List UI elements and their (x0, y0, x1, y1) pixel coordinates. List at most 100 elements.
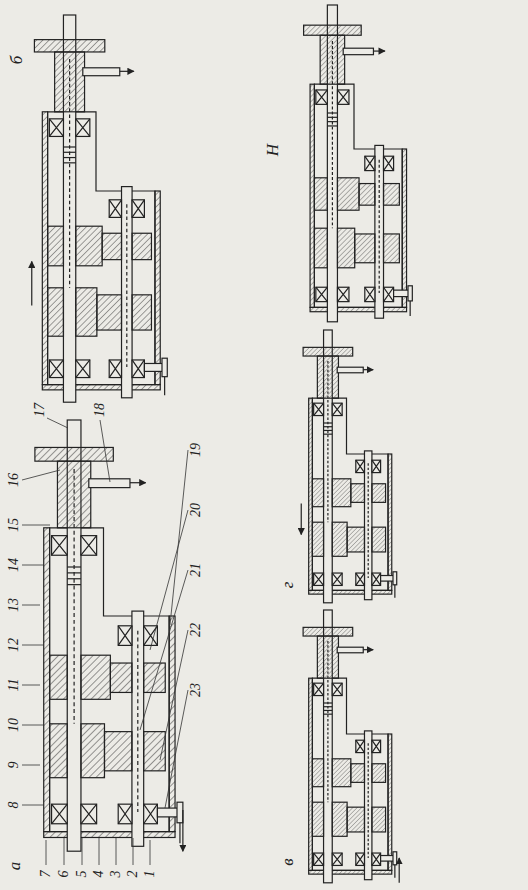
bearing (365, 156, 375, 170)
bearing-cross (316, 287, 328, 301)
leader-line (22, 645, 44, 646)
leader-line (140, 570, 188, 730)
bearing (76, 360, 90, 378)
callout-number: 6 (57, 871, 71, 878)
outlet-pipe (83, 68, 120, 76)
bearing (314, 853, 324, 865)
gear (347, 527, 364, 552)
gearbox-view (301, 330, 396, 603)
flange (304, 25, 362, 35)
bearing (356, 573, 365, 585)
seal-line (63, 162, 75, 163)
seal-line (324, 422, 333, 423)
seal-line (324, 430, 333, 431)
bearing (332, 573, 342, 585)
gear (332, 479, 351, 507)
gear (372, 484, 386, 503)
housing-wall (388, 734, 392, 870)
gear (97, 295, 122, 330)
gear (347, 807, 364, 832)
flow-arrow (363, 369, 373, 370)
housing-wall (310, 84, 314, 307)
outlet-pipe (343, 48, 373, 54)
bearing (356, 460, 365, 472)
callout-number: 2 (126, 871, 140, 878)
flow-arrow (373, 50, 385, 51)
outlet-pipe (337, 367, 363, 373)
bearing-cross (81, 536, 97, 556)
leader-line (22, 525, 50, 526)
gear (332, 759, 351, 787)
gear (102, 233, 121, 259)
bearing (316, 287, 328, 301)
bearing-cross (81, 804, 97, 824)
seal-line (324, 710, 333, 711)
bearing-cross (356, 853, 365, 865)
gear (132, 295, 151, 330)
seal-line (327, 112, 337, 113)
flow-arrow (182, 810, 183, 851)
leader-line (64, 838, 65, 865)
inlet-pipe (394, 290, 410, 296)
gear (48, 226, 64, 266)
callout-number: 3 (109, 871, 123, 878)
bearing (384, 156, 394, 170)
leader-line (22, 605, 40, 606)
bearing-cross (337, 287, 349, 301)
fitting-stem (394, 865, 395, 878)
bearing (372, 460, 381, 472)
bearing (144, 804, 158, 824)
inlet-pipe (381, 576, 395, 582)
bearing (365, 287, 375, 301)
housing-wall (309, 590, 392, 594)
callout-number: 8 (7, 802, 21, 809)
bearing (384, 287, 394, 301)
housing-wall (44, 832, 175, 838)
seal-line (327, 121, 337, 122)
bearing-cross (365, 287, 375, 301)
leader-line (47, 418, 68, 428)
bearing-cross (365, 156, 375, 170)
bearing (118, 626, 132, 646)
housing-wall (169, 616, 175, 832)
gear (312, 522, 323, 556)
leader-line (22, 470, 60, 480)
gear (384, 234, 400, 263)
bearing (118, 804, 132, 824)
hub (55, 52, 85, 112)
callout-number: 7 (39, 871, 53, 878)
oil-channel (126, 204, 127, 367)
gear (81, 724, 105, 778)
bearing (81, 536, 97, 556)
flange (35, 447, 113, 461)
callout-number: 14 (7, 558, 21, 572)
bearing-cross (372, 573, 381, 585)
bearing-cross (384, 156, 394, 170)
bearing-cross (372, 740, 381, 752)
flow-arrow (31, 261, 32, 305)
housing-wall (44, 528, 50, 832)
callout-number: 12 (7, 638, 21, 652)
gear (48, 288, 64, 336)
hub (317, 356, 338, 398)
callout-number: 13 (7, 598, 21, 612)
bearing (314, 683, 324, 695)
view-letter: г (279, 582, 296, 589)
bearing-cross (356, 460, 365, 472)
gear (312, 802, 323, 836)
gear (76, 288, 97, 336)
flange (303, 627, 353, 636)
fitting-stem (179, 823, 180, 844)
gear (355, 234, 375, 263)
inlet-pipe (144, 363, 163, 371)
bearing-cross (316, 90, 328, 104)
callout-number: 19 (189, 443, 203, 457)
seal-line (324, 434, 333, 435)
view-letter: б (8, 56, 25, 65)
flow-arrow (120, 71, 134, 72)
gearbox-view (303, 610, 399, 883)
bearing (337, 287, 349, 301)
gear (351, 484, 365, 503)
leader-line (22, 565, 44, 566)
hub (317, 636, 338, 678)
